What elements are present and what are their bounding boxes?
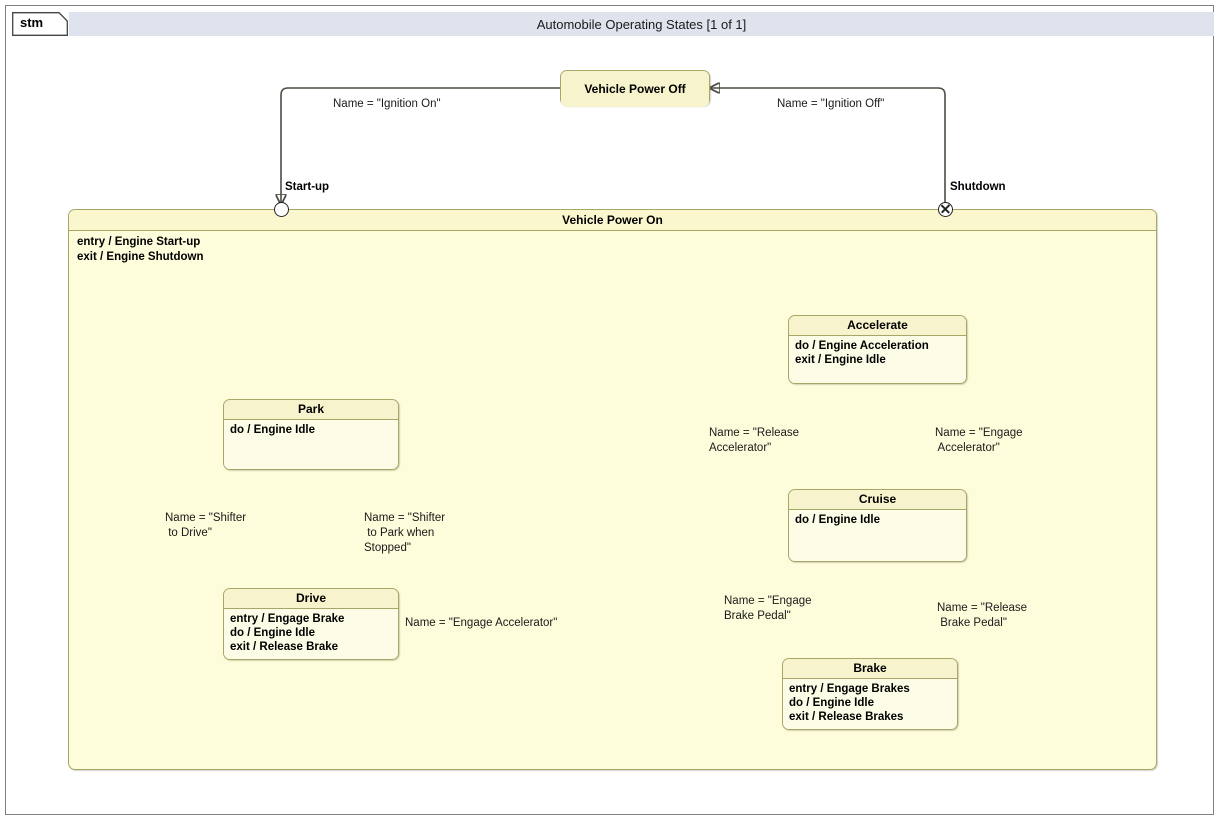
transition-label-engage-accelerator: Name = "Engage Accelerator" (935, 427, 1023, 454)
state-vehicle-power-on-title: Vehicle Power On (69, 210, 1156, 231)
exit-point-shutdown-label: Shutdown (950, 181, 1006, 193)
state-cruise-title: Cruise (789, 490, 966, 510)
state-vehicle-power-on[interactable]: Vehicle Power On entry / Engine Start-up… (68, 209, 1157, 770)
state-park-body: do / Engine Idle (224, 420, 398, 469)
state-accelerate-body: do / Engine Acceleration exit / Engine I… (789, 336, 966, 383)
exit-point-shutdown-icon[interactable] (938, 202, 953, 217)
transition-label-shifter-to-park: Name = "Shifter to Park when Stopped" (364, 512, 446, 554)
state-cruise-body: do / Engine Idle (789, 510, 966, 561)
state-brake-body: entry / Engage Brakes do / Engine Idle e… (783, 679, 957, 729)
state-drive[interactable]: Drive entry / Engage Brake do / Engine I… (223, 588, 399, 660)
state-brake[interactable]: Brake entry / Engage Brakes do / Engine … (782, 658, 958, 730)
entry-point-start-up-label: Start-up (285, 181, 330, 193)
state-vehicle-power-on-actions: entry / Engine Start-up exit / Engine Sh… (77, 236, 204, 263)
transition-label-engage-brake-pedal: Name = "Engage Brake Pedal" (724, 595, 812, 622)
entry-point-start-up-icon[interactable] (274, 202, 289, 217)
state-cruise[interactable]: Cruise do / Engine Idle (788, 489, 967, 562)
state-park-title: Park (224, 400, 398, 420)
transition-label-release-accelerator: Name = "Release Accelerator" (709, 427, 800, 454)
state-brake-title: Brake (783, 659, 957, 679)
diagram-frame-tab: stm (12, 12, 68, 36)
state-park[interactable]: Park do / Engine Idle (223, 399, 399, 470)
transition-label-ignition-off: Name = "Ignition Off" (777, 98, 885, 110)
state-drive-title: Drive (224, 589, 398, 609)
state-drive-body: entry / Engage Brake do / Engine Idle ex… (224, 609, 398, 659)
state-vehicle-power-off-title: Vehicle Power Off (561, 71, 709, 107)
state-accelerate-title: Accelerate (789, 316, 966, 336)
transition-label-ignition-on: Name = "Ignition On" (333, 98, 441, 110)
state-accelerate[interactable]: Accelerate do / Engine Acceleration exit… (788, 315, 967, 384)
state-vehicle-power-off[interactable]: Vehicle Power Off (560, 70, 710, 107)
transition-label-shifter-to-drive: Name = "Shifter to Drive" (165, 512, 247, 539)
transition-label-release-brake-pedal: Name = "Release Brake Pedal" (937, 602, 1028, 629)
frame-tab-label: stm (20, 15, 44, 30)
frame-tab-shape (12, 12, 68, 36)
diagram-title: Automobile Operating States [1 of 1] (69, 12, 1214, 36)
transition-label-engage-accelerator-drive: Name = "Engage Accelerator" (405, 617, 558, 629)
